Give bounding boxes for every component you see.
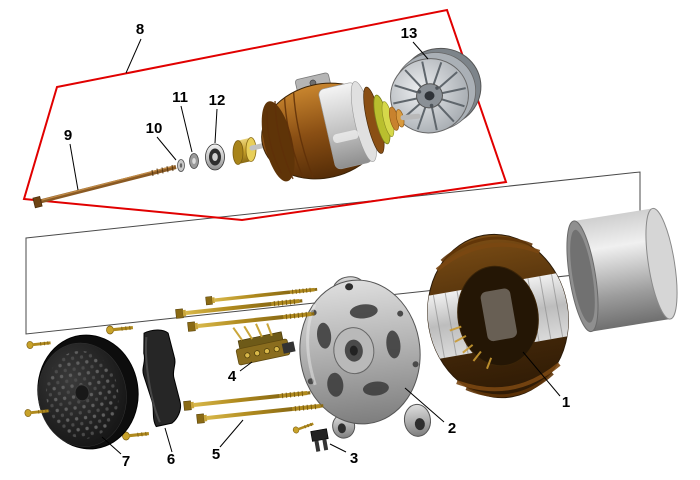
rectifier: [232, 323, 296, 366]
callout-6: 6: [167, 451, 175, 468]
brush-holder: [142, 329, 182, 428]
callout-leader-13: [412, 41, 429, 60]
callout-leader-8: [125, 38, 142, 74]
callout-10: 10: [146, 120, 163, 137]
callout-leader-11: [180, 105, 193, 153]
callout-leader-3: [329, 443, 347, 453]
callout-5: 5: [212, 446, 220, 463]
through-bolts: [105, 284, 325, 441]
callouts: 1 2 3 4 5 6 7 8 9 10 11 12 13: [64, 21, 570, 470]
plug-screw: [310, 428, 329, 452]
end-cylinder-case: [566, 207, 678, 333]
stator: [423, 233, 573, 399]
bearing: [205, 143, 225, 171]
callout-11: 11: [172, 89, 188, 106]
callout-leader-5: [219, 419, 244, 448]
callout-9: 9: [64, 127, 72, 144]
callout-7: 7: [122, 453, 130, 470]
callout-leader-1: [522, 351, 561, 397]
callout-2: 2: [448, 420, 456, 437]
callout-3: 3: [350, 450, 358, 467]
callout-4: 4: [228, 368, 237, 385]
rotor: [261, 72, 421, 182]
callout-13: 13: [401, 25, 418, 42]
washer-small: [177, 159, 185, 172]
callout-8: 8: [136, 21, 144, 38]
callout-leader-6: [164, 427, 173, 453]
brass-spacer: [232, 137, 257, 165]
cooling-fan: [390, 47, 482, 134]
callout-12: 12: [209, 92, 226, 109]
front-housing: [299, 276, 431, 439]
shaft-bolt: [32, 164, 177, 209]
rotor-assembly-boundary: [22, 8, 508, 222]
callout-leader-12: [214, 108, 218, 144]
callout-leader-9: [69, 143, 79, 191]
callout-leader-7: [101, 436, 122, 455]
callout-leader-10: [156, 136, 177, 161]
callout-1: 1: [562, 394, 570, 411]
washer-retainer: [189, 153, 199, 169]
rear-cover: [37, 334, 139, 450]
callout-leader-4: [239, 361, 253, 372]
callout-leader-2: [404, 387, 445, 423]
